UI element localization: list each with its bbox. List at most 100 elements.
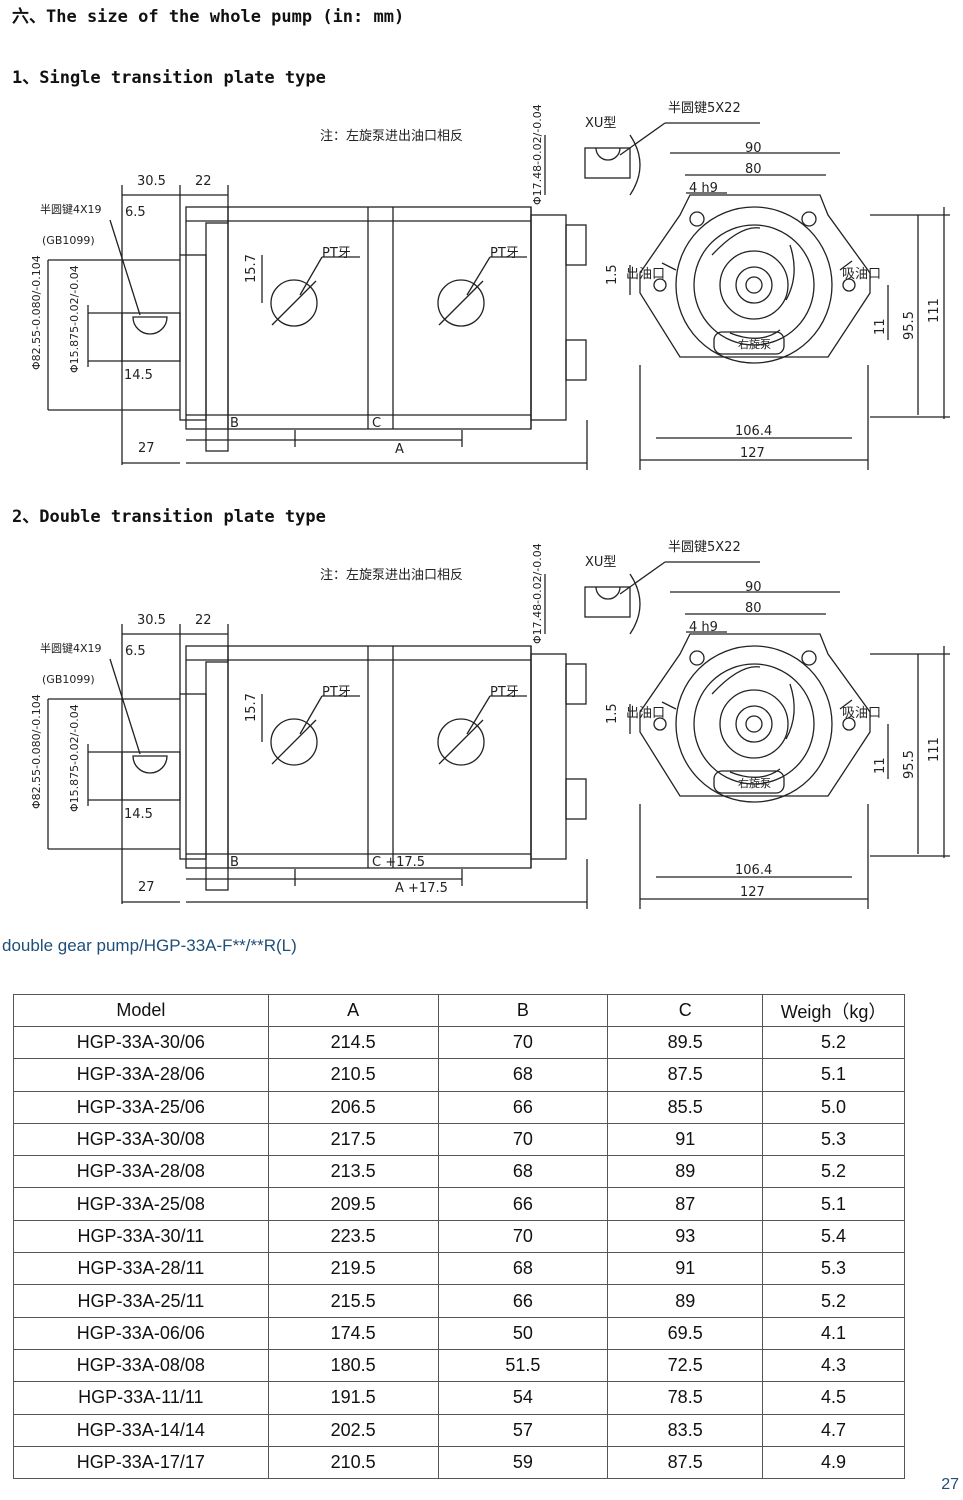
col-header-model: Model bbox=[13, 994, 269, 1027]
drawing-2-heading: 2、Double transition plate type bbox=[12, 507, 326, 527]
shaft bbox=[121, 751, 181, 801]
table-cell: 5.3 bbox=[762, 1252, 905, 1286]
label-B: B bbox=[230, 855, 239, 870]
table-cell: 215.5 bbox=[267, 1284, 439, 1318]
table-cell: 51.5 bbox=[437, 1348, 609, 1383]
table-cell: 210.5 bbox=[267, 1058, 439, 1092]
table-cell: 210.5 bbox=[267, 1445, 439, 1480]
label-pt2: PT牙 bbox=[490, 685, 519, 700]
table-cell: 87.5 bbox=[607, 1058, 764, 1092]
table-cell: HGP-33A-28/11 bbox=[13, 1252, 269, 1286]
table-cell: 68 bbox=[437, 1155, 609, 1189]
table-cell: 57 bbox=[437, 1413, 609, 1447]
table-cell: 5.1 bbox=[762, 1058, 905, 1092]
label-rotation: 右旋泵 bbox=[738, 776, 771, 790]
label-d6-5: 6.5 bbox=[125, 644, 146, 659]
drawing-note: 注：左旋泵进出油口相反 bbox=[320, 129, 463, 144]
label-d11: 11 bbox=[873, 318, 888, 335]
end-cover bbox=[530, 653, 567, 860]
table-cell: 68 bbox=[437, 1252, 609, 1286]
table-cell: HGP-33A-28/08 bbox=[13, 1155, 269, 1189]
table-cell: 89 bbox=[607, 1155, 764, 1189]
label-d106-4: 106.4 bbox=[735, 863, 772, 878]
label-d127: 127 bbox=[740, 446, 765, 461]
front-housing-outline bbox=[639, 194, 871, 358]
col-header-a: A bbox=[267, 994, 439, 1027]
label-d15-7: 15.7 bbox=[244, 693, 259, 722]
label-d106-4: 106.4 bbox=[735, 424, 772, 439]
label-outlet: 出油口 bbox=[626, 706, 665, 721]
label-d27: 27 bbox=[138, 441, 155, 456]
table-cell: HGP-33A-30/11 bbox=[13, 1219, 269, 1254]
table-cell: 4.5 bbox=[762, 1381, 905, 1415]
table-cell: 180.5 bbox=[267, 1348, 439, 1383]
label-A: A bbox=[395, 442, 404, 457]
label-xu: XU型 bbox=[585, 116, 616, 131]
table-cell: 4.1 bbox=[762, 1316, 905, 1350]
front-bore-outer bbox=[675, 206, 833, 364]
label-d14-5: 14.5 bbox=[124, 807, 153, 822]
table-cell: 89 bbox=[607, 1284, 764, 1318]
label-shaft-dia: Φ17.48-0.02/-0.04 bbox=[531, 104, 544, 205]
label-key: 半圆键5X22 bbox=[668, 540, 741, 555]
label-d27: 27 bbox=[138, 880, 155, 895]
port-circle-right bbox=[437, 718, 485, 766]
end-cover bbox=[530, 214, 567, 421]
table-cell: 66 bbox=[437, 1284, 609, 1318]
label-d111: 111 bbox=[927, 737, 942, 762]
table-cell: 209.5 bbox=[267, 1187, 439, 1221]
label-C: C +17.5 bbox=[372, 855, 425, 870]
table-cell: 93 bbox=[607, 1219, 764, 1254]
port-circle-left bbox=[270, 718, 318, 766]
table-cell: 4.3 bbox=[762, 1348, 905, 1383]
table-cell: 191.5 bbox=[267, 1381, 439, 1415]
table-cell: HGP-33A-14/14 bbox=[13, 1413, 269, 1447]
label-d30-5: 30.5 bbox=[137, 174, 166, 189]
label-C: C bbox=[372, 416, 381, 431]
table-cell: 78.5 bbox=[607, 1381, 764, 1415]
label-key-side: 半圆键4X19 bbox=[40, 202, 102, 216]
label-key: 半圆键5X22 bbox=[668, 101, 741, 116]
table-cell: 70 bbox=[437, 1122, 609, 1157]
page-number: 27 bbox=[941, 1476, 959, 1493]
label-gb: (GB1099) bbox=[42, 234, 95, 247]
table-cell: 66 bbox=[437, 1187, 609, 1221]
rotation-badge bbox=[713, 331, 785, 355]
table-cell: HGP-33A-06/06 bbox=[13, 1316, 269, 1350]
table-cell: HGP-33A-30/06 bbox=[13, 1025, 269, 1060]
label-d111: 111 bbox=[927, 298, 942, 323]
label-d95-5: 95.5 bbox=[902, 750, 917, 779]
label-pilot-dia: Φ82.55-0.080/-0.104 bbox=[30, 255, 43, 370]
port-circle-right bbox=[437, 279, 485, 327]
table-cell: HGP-33A-25/11 bbox=[13, 1284, 269, 1318]
label-d22: 22 bbox=[195, 174, 212, 189]
label-d22: 22 bbox=[195, 613, 212, 628]
label-shaft-dia2: Φ15.875-0.02/-0.04 bbox=[68, 265, 81, 373]
pump-series-caption: double gear pump/HGP-33A-F**/**R(L) bbox=[2, 936, 297, 955]
label-d6-5: 6.5 bbox=[125, 205, 146, 220]
section-title: 六、The size of the whole pump (in: mm) bbox=[12, 7, 405, 27]
label-inlet: 吸油口 bbox=[842, 706, 881, 721]
label-d15-7: 15.7 bbox=[244, 254, 259, 283]
col-header-c: C bbox=[607, 994, 764, 1027]
label-tol-4h9: 4 h9 bbox=[689, 181, 718, 196]
table-cell: HGP-33A-25/06 bbox=[13, 1090, 269, 1124]
shaft bbox=[121, 312, 181, 362]
table-cell: HGP-33A-08/08 bbox=[13, 1348, 269, 1383]
table-cell: 59 bbox=[437, 1445, 609, 1480]
table-header-row: Model A B C Weigh（kg） bbox=[13, 994, 905, 1027]
label-d1-5: 1.5 bbox=[605, 264, 620, 285]
table-cell: 174.5 bbox=[267, 1316, 439, 1350]
table-cell: 68 bbox=[437, 1058, 609, 1092]
table-cell: 5.0 bbox=[762, 1090, 905, 1124]
table-cell: 5.3 bbox=[762, 1122, 905, 1157]
